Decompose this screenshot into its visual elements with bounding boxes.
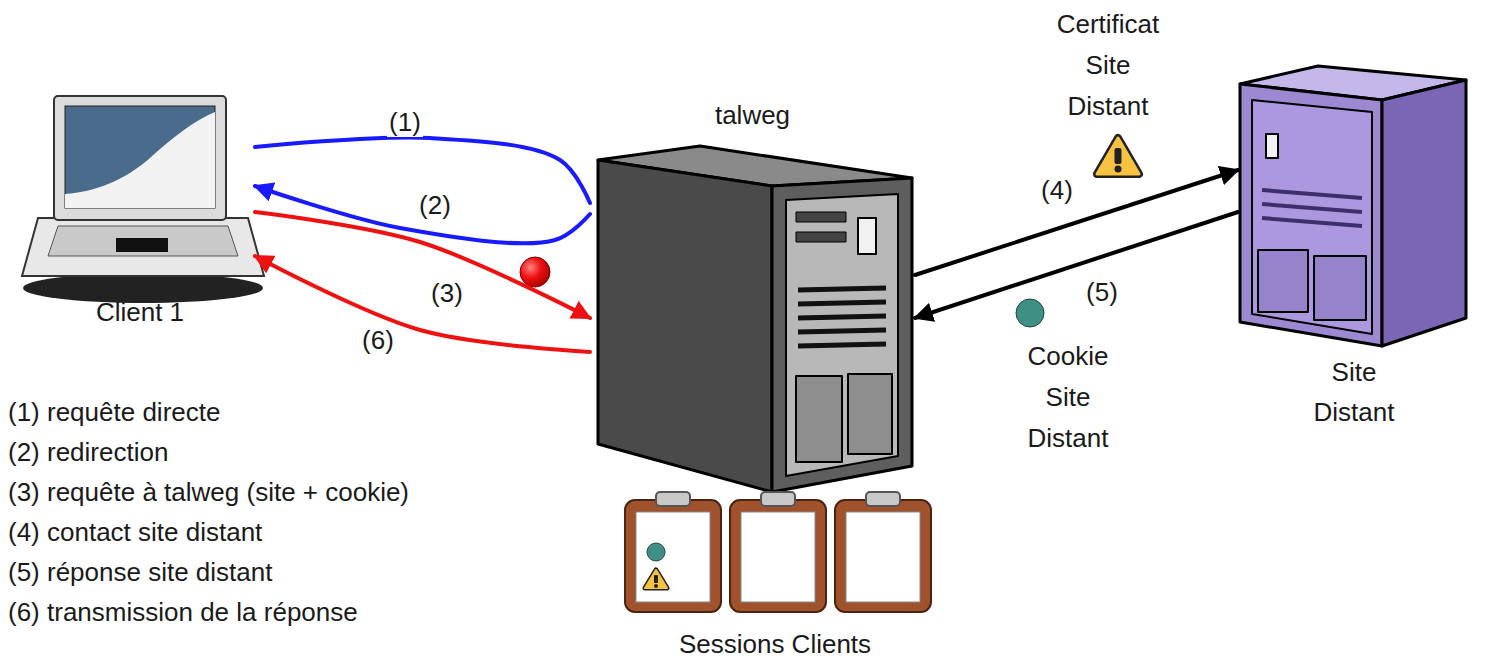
server-illustration-part-part — [798, 288, 886, 290]
server-illustration-part-part — [798, 316, 886, 318]
flow-arrow — [255, 212, 590, 318]
session-clipboard-part — [866, 492, 900, 506]
server-illustration-part — [772, 178, 912, 492]
server-illustration-part-part — [798, 344, 886, 346]
warning-icon-part — [645, 570, 667, 588]
warning-icon — [645, 570, 667, 588]
callout-number: (2) — [417, 190, 453, 220]
warning-icon — [1097, 138, 1139, 174]
session-clipboard-part — [730, 500, 826, 612]
cookie-dot — [1016, 299, 1044, 327]
legend-note: (6) transmission de la réponse — [8, 592, 528, 633]
sessions-label: Sessions Clients — [640, 624, 910, 665]
server-node: Site Distant — [1238, 40, 1470, 432]
flow-arrow — [255, 256, 590, 352]
warning-icon-part — [1115, 166, 1122, 173]
session-clipboard-part — [656, 492, 690, 506]
laptop-illustration-part — [116, 238, 168, 252]
callout-number: (1) — [387, 107, 423, 137]
warning-icon-part — [1115, 148, 1122, 164]
server-illustration-part — [798, 288, 886, 346]
callout-number: (3) — [429, 278, 465, 308]
server-illustration-part — [598, 160, 772, 492]
session-clipboard-part — [741, 512, 815, 602]
session-clipboard-part — [846, 512, 920, 602]
node-label: Client 1 — [96, 292, 184, 332]
legend-note: (3) requête à talweg (site + cookie) — [8, 472, 528, 513]
server-illustration-part — [786, 194, 898, 476]
server-illustration-part — [1266, 134, 1278, 158]
server-illustration-part — [796, 212, 846, 222]
server-illustration-part — [848, 374, 892, 454]
server-illustration-part — [1314, 256, 1366, 320]
certificate-label: Certificat Site Distant — [1047, 4, 1169, 127]
server-illustration-part-part — [798, 302, 886, 304]
server-illustration-part — [796, 232, 846, 242]
laptop-node: Client 1 — [25, 100, 255, 332]
server-illustration-part — [858, 218, 876, 254]
server-node: talweg — [590, 95, 915, 490]
legend-note: (4) contact site distant — [8, 512, 528, 553]
callout-number: (5) — [1084, 277, 1120, 307]
server-illustration-part — [1252, 100, 1372, 334]
laptop-illustration-part — [48, 226, 238, 256]
laptop-illustration-part — [65, 106, 215, 208]
warning-icon-part — [654, 584, 658, 588]
laptop-illustration-part — [54, 96, 226, 220]
node-label: talweg — [715, 95, 790, 135]
server-illustration — [1240, 66, 1466, 346]
session-clipboard-part — [636, 512, 710, 602]
server-illustration — [598, 146, 912, 492]
warning-icon-part — [1097, 138, 1139, 174]
cookie-dot — [647, 543, 665, 561]
cookie-dot — [520, 257, 550, 287]
server-illustration-part-part — [1262, 218, 1362, 226]
laptop-illustration — [22, 96, 264, 303]
server-illustration-part — [1382, 80, 1466, 346]
server-illustration-part — [1240, 84, 1382, 346]
legend-note: (2) redirection — [8, 432, 528, 473]
server-illustration-part-part — [798, 330, 886, 332]
flow-arrow — [915, 170, 1238, 275]
flow-arrow — [255, 186, 590, 243]
session-clipboard-part — [761, 492, 795, 506]
warning-icon-part — [654, 575, 658, 583]
flow-arrow — [915, 212, 1238, 318]
node-label: Site Distant — [1299, 352, 1409, 432]
server-illustration-part — [1258, 250, 1308, 312]
session-clipboard-part — [625, 500, 721, 612]
warning-icon-part — [645, 570, 667, 588]
session-clipboard — [625, 492, 931, 612]
cookie-label: Cookie Site Distant — [1007, 336, 1129, 459]
session-clipboard-part — [835, 500, 931, 612]
laptop-illustration-part — [22, 218, 264, 276]
laptop-illustration-part — [65, 112, 215, 208]
server-illustration-part — [796, 376, 842, 462]
warning-icon-part — [1097, 138, 1139, 174]
server-illustration-part-part — [1262, 204, 1362, 212]
server-illustration-part — [1262, 190, 1362, 226]
server-illustration-part-part — [1262, 190, 1362, 198]
callout-number: (4) — [1039, 175, 1075, 205]
callout-number: (6) — [360, 325, 396, 355]
legend-note: (1) requête directe — [8, 392, 528, 433]
legend-note: (5) réponse site distant — [8, 552, 528, 593]
